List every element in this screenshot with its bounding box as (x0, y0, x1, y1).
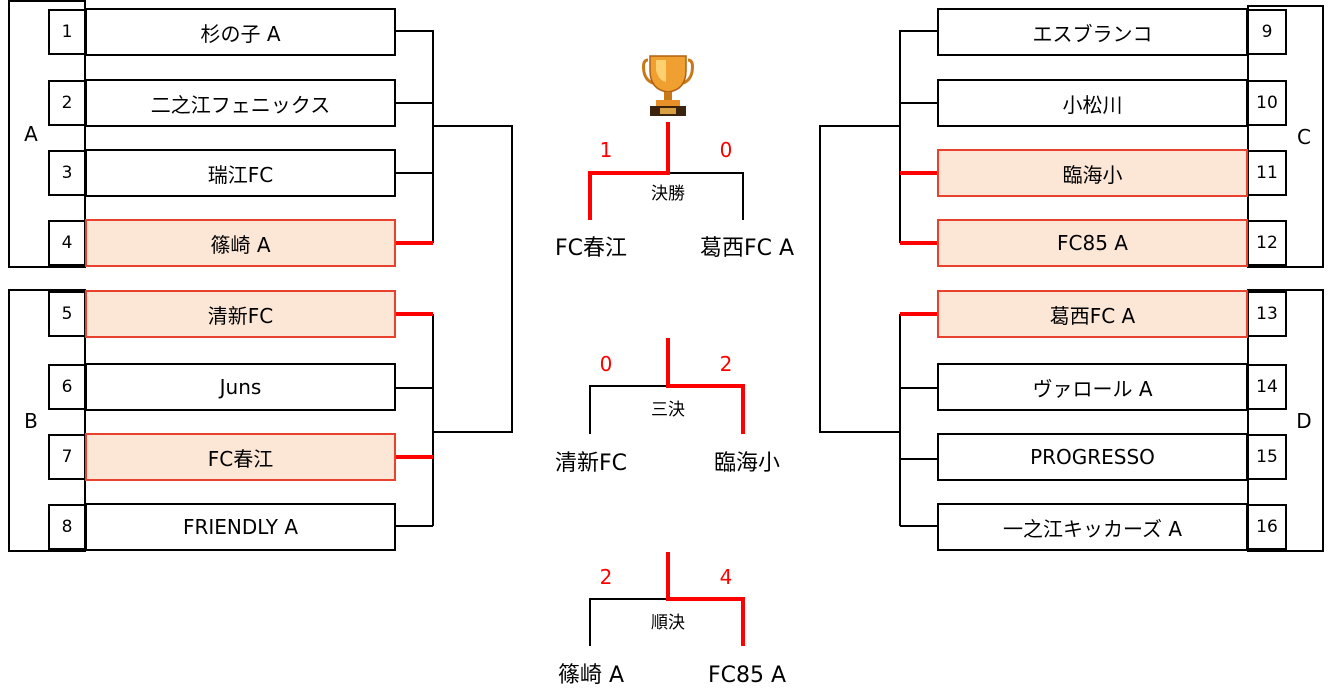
team-slot: FRIENDLY A (85, 503, 396, 551)
team-slot: 清新FC (85, 290, 396, 338)
team-slot: FC春江 (85, 433, 396, 481)
connector-group-d (899, 314, 938, 527)
team-slot: FC85 A (937, 219, 1248, 267)
right-score: 2 (719, 352, 733, 376)
round-label: 順決 (651, 613, 685, 633)
group-label: A (24, 122, 38, 146)
left-score: 2 (599, 565, 613, 589)
seed-number: 1 (48, 9, 86, 55)
seed-number: 7 (48, 434, 86, 480)
right-team-name: FC85 A (707, 663, 787, 688)
team-slot: Juns (85, 363, 396, 411)
winner-line-final (588, 122, 670, 220)
trophy-icon (640, 54, 696, 118)
seed-number: 11 (1247, 150, 1287, 196)
left-score: 0 (599, 352, 613, 376)
winner-line-place (666, 552, 745, 646)
left-team-name: 清新FC (554, 451, 628, 476)
right-team-name: 臨海小 (713, 451, 780, 476)
connector-third-left (589, 385, 668, 434)
team-slot: エスブランコ (937, 8, 1248, 56)
team-slot: ヴァロール A (937, 363, 1248, 411)
group-label: B (24, 408, 38, 433)
team-slot: 二之江フェニックス (85, 79, 396, 127)
connector-group-c (899, 30, 938, 243)
team-slot: 瑞江FC (85, 149, 396, 197)
round-label: 三決 (651, 400, 685, 420)
group-label: C (1297, 124, 1311, 149)
team-slot: 小松川 (937, 79, 1248, 127)
connector-group-b (395, 314, 434, 527)
connector-place-left (589, 598, 668, 646)
round-label: 決勝 (651, 184, 685, 204)
seed-number: 10 (1247, 80, 1287, 126)
seed-number: 16 (1247, 504, 1287, 550)
team-slot: 篠崎 A (85, 219, 396, 267)
seed-number: 13 (1247, 291, 1287, 337)
team-slot: 一之江キッカーズ A (937, 503, 1248, 551)
right-team-name: 葛西FC A (699, 236, 795, 261)
seed-number: 9 (1247, 9, 1287, 55)
seed-number: 8 (48, 504, 86, 550)
left-team-name: FC春江 (554, 236, 628, 261)
connector-final-right (668, 172, 744, 220)
winner-line-third (666, 338, 745, 434)
seed-number: 6 (48, 364, 86, 410)
connector-left-semi (433, 125, 513, 433)
seed-number: 2 (48, 80, 86, 126)
right-score: 4 (719, 565, 733, 589)
team-slot: 臨海小 (937, 149, 1248, 197)
team-slot: 葛西FC A (937, 290, 1248, 338)
team-slot: PROGRESSO (937, 433, 1248, 481)
seed-number: 15 (1247, 434, 1287, 480)
team-slot: 杉の子 A (85, 8, 396, 56)
group-label: D (1296, 408, 1312, 433)
seed-number: 4 (48, 220, 86, 266)
left-score: 1 (599, 138, 613, 162)
connector-right-semi (819, 125, 900, 433)
seed-number: 14 (1247, 364, 1287, 410)
seed-number: 12 (1247, 220, 1287, 266)
right-score: 0 (719, 138, 733, 162)
seed-number: 5 (48, 291, 86, 337)
seed-number: 3 (48, 150, 86, 196)
left-team-name: 篠崎 A (557, 663, 625, 688)
connector-group-a (395, 30, 434, 243)
